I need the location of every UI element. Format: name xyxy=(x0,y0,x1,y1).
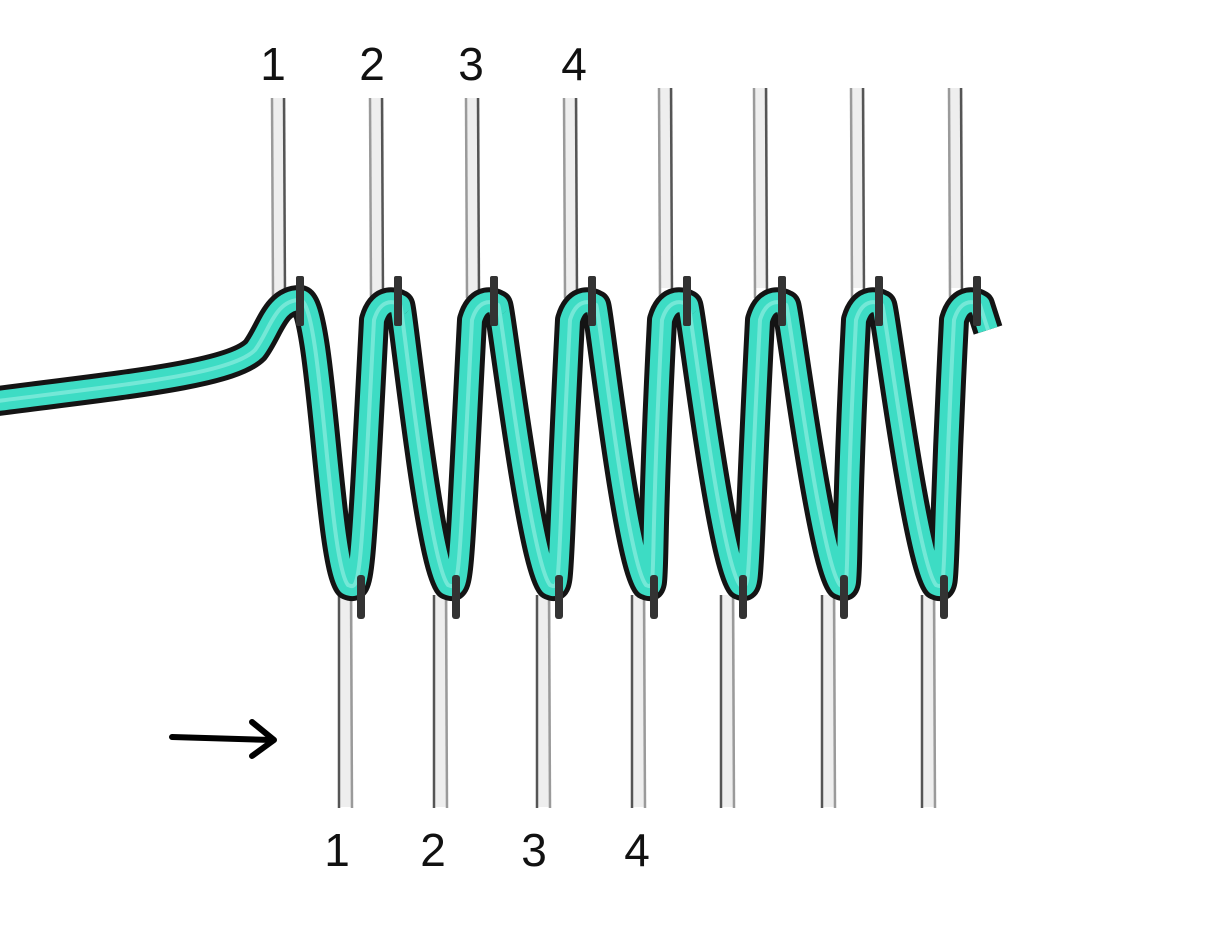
bottom-warp-strand xyxy=(820,594,837,809)
warp-crossing-stub xyxy=(739,575,747,619)
warp-crossing-stub xyxy=(973,276,981,326)
warp-crossing-stub xyxy=(357,575,365,619)
bottom-warp-strand xyxy=(432,594,449,809)
top-warp-strand xyxy=(752,87,769,299)
weft-highlight xyxy=(0,297,990,589)
bottom-warp-strand xyxy=(630,594,647,809)
warp-crossing-stub xyxy=(490,276,498,326)
weft-coil xyxy=(0,276,1003,619)
top-warp-strand xyxy=(464,97,481,299)
top-warp-strand xyxy=(947,87,964,299)
direction-arrow-icon xyxy=(169,719,277,759)
top-label-1: 1 xyxy=(260,38,286,90)
top-warp-strands xyxy=(270,87,964,299)
top-warp-strand xyxy=(657,87,674,299)
bottom-warp-strand xyxy=(535,594,552,809)
warp-crossing-stub xyxy=(452,575,460,619)
bottom-label-2: 2 xyxy=(420,824,446,876)
bottom-warp-strand xyxy=(920,594,937,809)
warp-crossing-stub xyxy=(683,276,691,326)
top-label-2: 2 xyxy=(359,38,385,90)
top-label-4: 4 xyxy=(561,38,587,90)
bottom-label-4: 4 xyxy=(624,824,650,876)
bottom-warp-strands xyxy=(337,594,937,809)
top-warp-strand xyxy=(849,87,866,299)
bottom-warp-strand xyxy=(719,594,736,809)
warp-crossing-stub xyxy=(588,276,596,326)
top-warp-strand xyxy=(562,97,579,299)
warp-crossing-stub xyxy=(940,575,948,619)
top-label-3: 3 xyxy=(458,38,484,90)
top-warp-strand xyxy=(368,97,385,299)
warp-crossing-stub xyxy=(778,276,786,326)
warp-crossing-stub xyxy=(555,575,563,619)
top-warp-strand xyxy=(270,97,287,299)
bottom-warp-strand xyxy=(337,594,354,809)
warp-crossing-stub xyxy=(296,276,304,326)
warp-crossing-stub xyxy=(650,575,658,619)
warp-crossing-stub xyxy=(840,575,848,619)
warp-crossing-stub xyxy=(875,276,883,326)
bottom-label-3: 3 xyxy=(521,824,547,876)
warp-crossing-stub xyxy=(394,276,402,326)
bottom-label-1: 1 xyxy=(324,824,350,876)
